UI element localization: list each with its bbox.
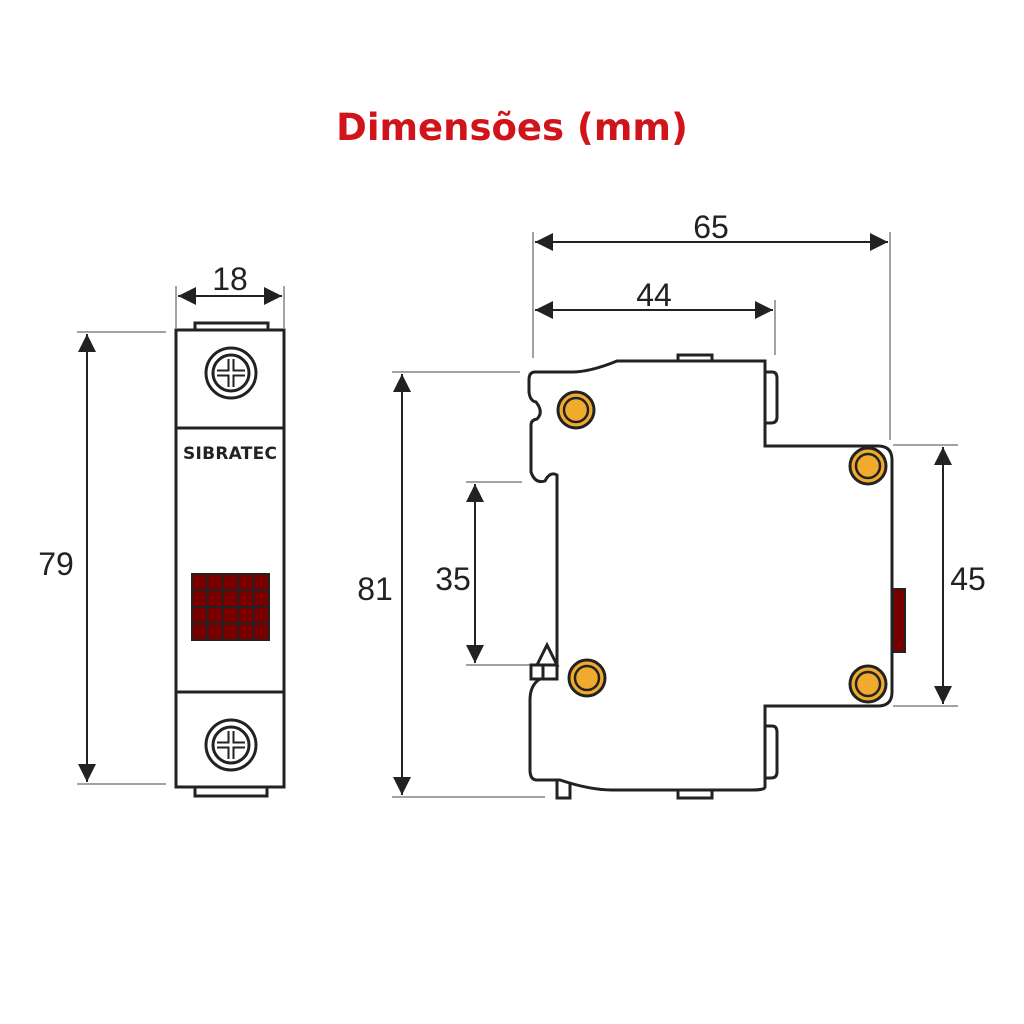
- led-cell: [193, 575, 207, 590]
- terminal-screw-icon: [848, 446, 888, 486]
- screw-icon: [204, 718, 258, 772]
- led-cell: [223, 624, 238, 639]
- led-cell: [254, 624, 268, 639]
- page-title: Dimensões (mm): [336, 106, 688, 149]
- terminal-screw-icon: [848, 664, 888, 704]
- front-depth-label: 44: [636, 277, 672, 313]
- front-height-label: 79: [38, 546, 74, 582]
- led-cell: [208, 624, 222, 639]
- led-cell: [223, 591, 238, 606]
- led-cell: [254, 608, 268, 623]
- total-depth-label: 65: [693, 209, 729, 245]
- device-body-front: [174, 328, 286, 789]
- led-cell: [208, 575, 222, 590]
- terminal-screw-icon: [556, 390, 596, 430]
- led-cell: [239, 575, 253, 590]
- side-view: 65 44 81 35 45: [357, 209, 986, 800]
- brand-logo: SIBRATEC: [183, 444, 277, 464]
- front-width-label: 18: [212, 261, 248, 297]
- led-cell: [239, 624, 253, 639]
- led-indicator-side: [892, 588, 906, 653]
- led-indicator: [191, 573, 270, 641]
- led-cell: [193, 591, 207, 606]
- terminal-screw-icon: [567, 658, 607, 698]
- led-cell: [223, 575, 238, 590]
- led-cell: [254, 575, 268, 590]
- screw-icon: [204, 346, 258, 400]
- led-cell: [193, 624, 207, 639]
- led-cell: [208, 591, 222, 606]
- led-cell: [239, 608, 253, 623]
- led-cell: [239, 591, 253, 606]
- rail-width-label: 35: [435, 561, 471, 597]
- front-view: 18 79 SIBRATEC: [38, 261, 286, 798]
- led-cell: [208, 608, 222, 623]
- front-height-label: 45: [950, 561, 986, 597]
- side-height-label: 81: [357, 571, 393, 607]
- led-cell: [223, 608, 238, 623]
- led-cell: [193, 608, 207, 623]
- device-body-side: [527, 359, 894, 792]
- led-cell: [254, 591, 268, 606]
